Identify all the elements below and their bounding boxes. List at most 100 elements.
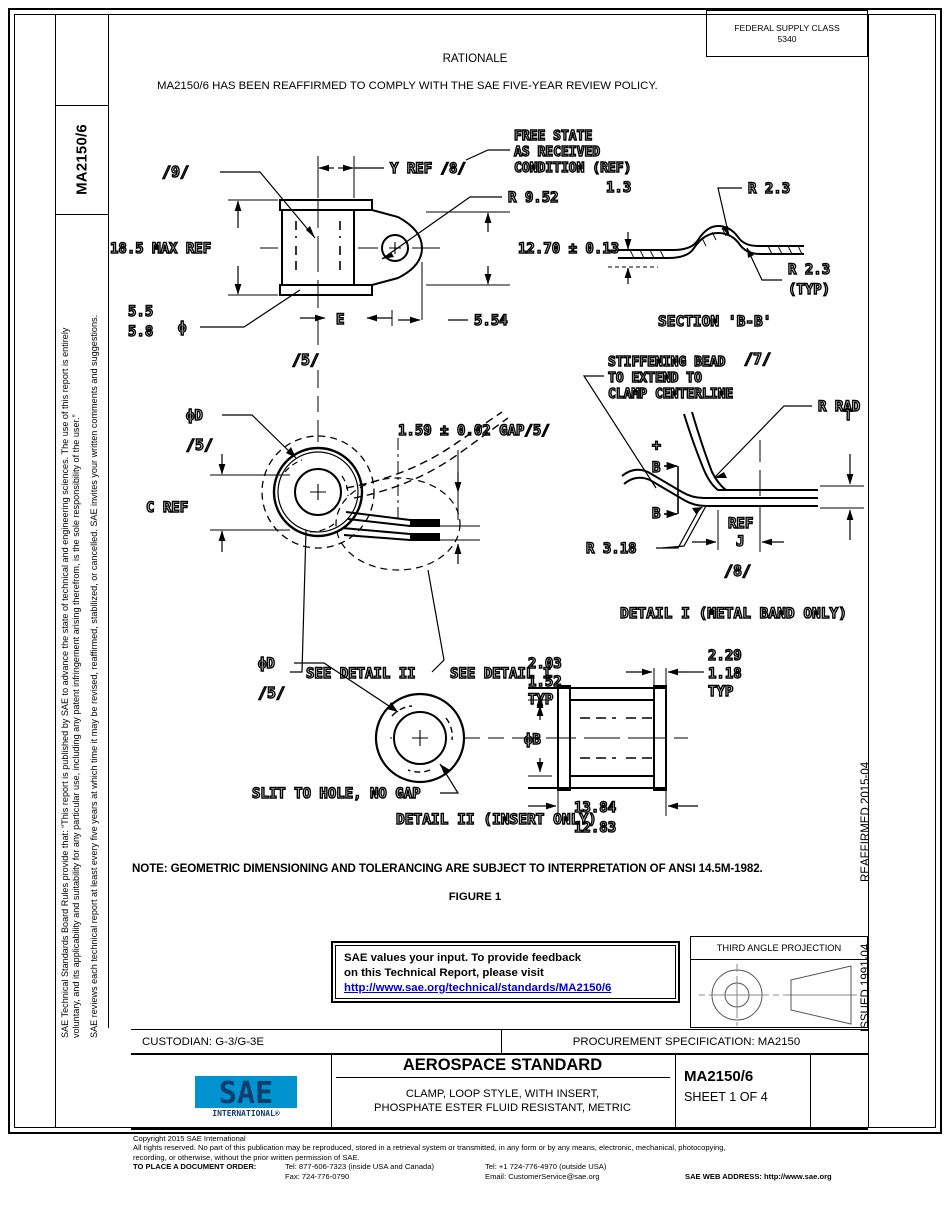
flag-8-detail-i: /8/: [724, 562, 751, 580]
federal-supply-class-box: FEDERAL SUPPLY CLASS 5340: [706, 10, 868, 57]
footer-rights-line-1: All rights reserved. No part of this pub…: [133, 1143, 726, 1153]
see-detail-i-label: SEE DETAIL I: [450, 666, 551, 682]
footer-tel-outside: Tel: +1 724-776-4970 (outside USA): [485, 1162, 607, 1172]
engineering-drawing-svg: /9/ Y REF /8/ R 9.52 18.5 MAX REF 5.5 5.…: [110, 128, 864, 837]
phi-d-detail-ii-label: ϕD: [258, 656, 275, 672]
tb-rule-v4: [501, 1029, 502, 1054]
footer-order-label: TO PLACE A DOCUMENT ORDER:: [133, 1162, 257, 1172]
dim-229-label: 2.29: [708, 648, 742, 664]
fsc-label: FEDERAL SUPPLY CLASS: [734, 22, 840, 33]
third-angle-projection-box: THIRD ANGLE PROJECTION: [690, 936, 868, 1028]
tb-rule-v2: [675, 1053, 676, 1128]
figure-caption: FIGURE 1: [448, 891, 502, 903]
standard-subtitle-line-1: CLAMP, LOOP STYLE, WITH INSERT,: [405, 1088, 600, 1100]
fsc-value: 5340: [777, 33, 797, 44]
phi-tolerance-upper: 5.5: [128, 304, 153, 320]
free-state-line3: CONDITION (REF): [514, 161, 631, 176]
footer-rights-line-2: recording, or otherwise, without the pri…: [133, 1152, 360, 1162]
standard-subtitle-line-2: PHOSPHATE ESTER FLUID RESISTANT, METRIC: [374, 1102, 631, 1114]
feedback-line-2: on this Technical Report, please visit: [344, 967, 544, 979]
flag-5-top-view: /5/: [292, 351, 319, 369]
dim-152-label: 1.52: [528, 674, 562, 690]
titleblock-sheet-number: SHEET 1 OF 4: [684, 1090, 768, 1104]
document-number-tab: MA2150/6: [55, 105, 109, 215]
flag-5-free-state: /5/: [186, 436, 213, 454]
tb-rule-3: [131, 1128, 868, 1130]
legal-text-line-2: voluntary, and its applicability and sui…: [71, 414, 81, 1038]
dim-13-label: 1.3: [606, 180, 631, 196]
feedback-link[interactable]: http://www.sae.org/technical/standards/M…: [344, 982, 612, 994]
third-angle-projection-title: THIRD ANGLE PROJECTION: [691, 937, 867, 960]
rationale-body: MA2150/6 HAS BEEN REAFFIRMED TO COMPLY W…: [157, 80, 658, 92]
b-bot-label: B: [652, 506, 660, 522]
phi-symbol-label: ϕ: [178, 320, 187, 336]
left-margin-rule: [55, 14, 56, 1128]
center-dim-label: 12.70 ± 0.13: [518, 241, 619, 257]
tb-rule-2: [131, 1053, 868, 1055]
dim-554-label: 5.54: [474, 313, 508, 329]
phi-d-free-state-label: ϕD: [186, 408, 203, 424]
e-dim-label: E: [336, 312, 344, 328]
dim-118-label: 1.18: [708, 666, 742, 682]
r23-top-label: R 2.3: [748, 181, 790, 197]
tb-rule-v3: [810, 1053, 811, 1128]
slit-label: SLIT TO HOLE, NO GAP: [252, 786, 421, 802]
dim-203-label: 2.03: [528, 656, 562, 672]
max-ref-label: 18.5 MAX REF: [110, 241, 211, 257]
dim-1283-label: 12.83: [574, 820, 616, 836]
free-state-line2: AS RECEIVED: [514, 145, 600, 160]
custodian-label: CUSTODIAN: G-3/G-3E: [142, 1036, 264, 1048]
ref-label: REF: [728, 516, 753, 532]
flag-9-label: /9/: [162, 163, 189, 181]
rationale-heading: RATIONALE: [442, 52, 508, 65]
legal-text-line-3: SAE reviews each technical report at lea…: [89, 314, 99, 1038]
gap-dim-label: 1.59 ± 0.02 GAP/5/: [398, 423, 550, 439]
svg-text:SAE: SAE: [218, 1076, 272, 1111]
stiffening-bead-line3: CLAMP CENTERLINE: [608, 387, 733, 402]
sae-logo-mark: SAE INTERNATIONAL®: [194, 1076, 297, 1118]
feedback-line-1: SAE values your input. To provide feedba…: [344, 952, 582, 964]
phi-tolerance-lower: 5.8: [128, 324, 153, 340]
svg-text:INTERNATIONAL®: INTERNATIONAL®: [212, 1109, 280, 1118]
stiffening-bead-line2: TO EXTEND TO: [608, 371, 702, 386]
dim-1384-label: 13.84: [574, 800, 616, 816]
detail-i-caption: DETAIL I (METAL BAND ONLY): [620, 606, 847, 622]
tb-rule-v1: [331, 1053, 332, 1128]
page-border-inner: [14, 14, 936, 1128]
feedback-box: SAE values your input. To provide feedba…: [331, 941, 680, 1003]
see-detail-ii-label: SEE DETAIL II: [306, 666, 416, 682]
phi-b-label: ϕB: [524, 732, 541, 748]
section-bb-caption: SECTION 'B-B': [658, 314, 772, 330]
t-dim-label: T: [844, 408, 852, 424]
figure-note: NOTE: GEOMETRIC DIMENSIONING AND TOLERAN…: [132, 862, 763, 875]
standard-subtitle: CLAMP, LOOP STYLE, WITH INSERT, PHOSPHAT…: [330, 1087, 675, 1115]
r952-label: R 9.52: [508, 190, 559, 206]
figure-drawing-area: /9/ Y REF /8/ R 9.52 18.5 MAX REF 5.5 5.…: [110, 120, 868, 910]
flag-5-detail-ii: /5/: [258, 684, 285, 702]
page-footer: Copyright 2015 SAE International All rig…: [133, 1134, 913, 1181]
j-label: J: [736, 534, 744, 550]
footer-email: Email: CustomerService@sae.org: [485, 1171, 600, 1181]
tb-rule-4: [336, 1077, 670, 1078]
right-margin-rule: [868, 14, 869, 1128]
standard-title: AEROSPACE STANDARD: [402, 1056, 603, 1074]
footer-copyright: Copyright 2015 SAE International: [133, 1134, 246, 1143]
legal-text-line-1: SAE Technical Standards Board Rules prov…: [60, 327, 70, 1038]
third-angle-projection-symbol: [699, 964, 857, 1026]
stiffening-bead-flag: /7/: [744, 350, 771, 368]
detail-ii-caption: DETAIL II (INSERT ONLY): [396, 812, 597, 828]
r23-bottom-label: R 2.3: [788, 262, 830, 278]
b-top-label: B: [652, 460, 660, 476]
tb-rule-1: [131, 1029, 868, 1030]
stiffening-bead-line1: STIFFENING BEAD: [608, 355, 726, 370]
c-ref-label: C REF: [146, 500, 188, 516]
footer-web: SAE WEB ADDRESS: http://www.sae.org: [685, 1171, 832, 1181]
document-number-tab-label: MA2150/6: [73, 124, 91, 195]
r318-label: R 3.18: [586, 541, 637, 557]
procurement-spec-label: PROCUREMENT SPECIFICATION: MA2150: [572, 1036, 801, 1048]
titleblock-doc-number: MA2150/6: [684, 1068, 754, 1085]
footer-tel-inside: Tel: 877-606-7323 (inside USA and Canada…: [285, 1162, 435, 1172]
r-rad-label: R RAD: [818, 399, 860, 415]
section-plus-marker: +: [652, 436, 661, 454]
